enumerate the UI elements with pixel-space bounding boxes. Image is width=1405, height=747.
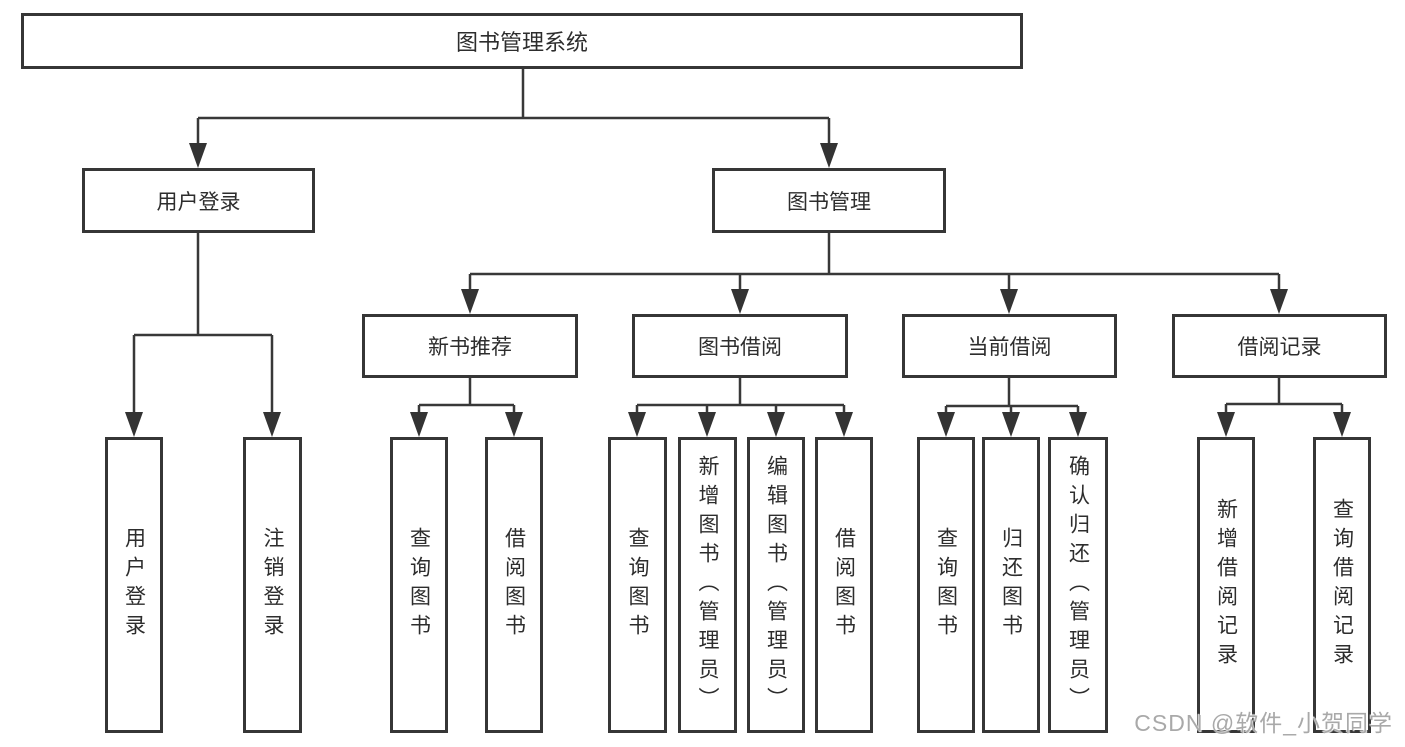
arrowhead xyxy=(1000,289,1018,314)
connector-current-to-leaves xyxy=(944,378,1080,415)
node-label: 当前借阅 xyxy=(967,336,1052,359)
arrowhead xyxy=(628,412,646,437)
csdn-watermark: CSDN @软件_小贺同学 xyxy=(1134,710,1393,736)
arrowhead xyxy=(189,143,207,168)
node-label: 借阅图书 xyxy=(832,527,856,643)
arrowhead xyxy=(1002,412,1020,437)
node-label: 图书借阅 xyxy=(698,336,782,359)
node-current-borrowing: 当前借阅 xyxy=(902,314,1117,378)
node-new-book-recommend: 新书推荐 xyxy=(362,314,578,378)
arrowhead xyxy=(937,412,955,437)
leaf-query-borrow-record: 查询借阅记录 xyxy=(1313,437,1371,733)
node-label: 新增借阅记录 xyxy=(1214,498,1238,672)
connector-borrowing-to-leaves xyxy=(635,378,846,415)
leaf-borrow-books-borrowing: 借阅图书 xyxy=(815,437,873,733)
leaf-query-books-borrowing: 查询图书 xyxy=(608,437,667,733)
node-label: 借阅记录 xyxy=(1237,336,1322,359)
node-label: 编辑图书（管理员） xyxy=(764,454,788,716)
node-label: 图书管理系统 xyxy=(455,30,588,55)
node-label: 用户登录 xyxy=(156,190,241,214)
arrowhead xyxy=(835,412,853,437)
leaf-user-login: 用户登录 xyxy=(105,437,163,733)
arrowhead xyxy=(731,289,749,314)
leaf-add-books-admin: 新增图书（管理员） xyxy=(678,437,737,733)
node-label: 确认归还（管理员） xyxy=(1066,454,1090,716)
connector-bookmgmt-to-level3 xyxy=(468,233,1281,292)
leaf-logout-login: 注销登录 xyxy=(243,437,302,733)
node-label: 注销登录 xyxy=(261,527,284,643)
arrowhead xyxy=(461,289,479,314)
arrowhead xyxy=(820,143,838,168)
arrowhead xyxy=(1333,412,1351,437)
leaf-edit-books-admin: 编辑图书（管理员） xyxy=(747,437,805,733)
node-user-login: 用户登录 xyxy=(82,168,315,233)
arrowhead xyxy=(410,412,428,437)
arrowhead xyxy=(698,412,716,437)
arrowhead xyxy=(1217,412,1235,437)
arrowhead xyxy=(1270,289,1288,314)
arrowheads xyxy=(125,143,1351,437)
node-label: 查询借阅记录 xyxy=(1330,498,1354,672)
node-label: 图书管理 xyxy=(787,190,871,214)
node-borrow-records: 借阅记录 xyxy=(1172,314,1387,378)
node-library-management-system: 图书管理系统 xyxy=(21,13,1023,69)
arrowhead xyxy=(263,412,281,437)
leaf-query-books-recommend: 查询图书 xyxy=(390,437,448,733)
node-label: 查询图书 xyxy=(626,527,649,643)
node-label: 新增图书（管理员） xyxy=(696,454,719,716)
node-label: 归还图书 xyxy=(999,527,1023,643)
arrowhead xyxy=(1069,412,1087,437)
arrowhead xyxy=(505,412,523,437)
connector-userlogin-to-leaves xyxy=(132,233,274,415)
leaf-confirm-return-admin: 确认归还（管理员） xyxy=(1048,437,1108,733)
connector-root-to-level2 xyxy=(196,69,831,146)
node-label: 新书推荐 xyxy=(428,336,512,359)
leaf-query-books-current: 查询图书 xyxy=(917,437,975,733)
node-label: 查询图书 xyxy=(407,527,431,643)
leaf-add-borrow-record: 新增借阅记录 xyxy=(1197,437,1255,733)
arrowhead xyxy=(767,412,785,437)
node-label: 借阅图书 xyxy=(502,527,526,643)
leaf-return-books: 归还图书 xyxy=(982,437,1040,733)
connector-paths xyxy=(132,69,1344,415)
node-book-management: 图书管理 xyxy=(712,168,946,233)
connector-recommend-to-leaves xyxy=(417,378,516,415)
node-label: 查询图书 xyxy=(934,527,958,643)
arrowhead xyxy=(125,412,143,437)
leaf-borrow-books-recommend: 借阅图书 xyxy=(485,437,543,733)
node-book-borrowing: 图书借阅 xyxy=(632,314,848,378)
connector-records-to-leaves xyxy=(1224,378,1344,415)
node-label: 用户登录 xyxy=(122,527,146,643)
